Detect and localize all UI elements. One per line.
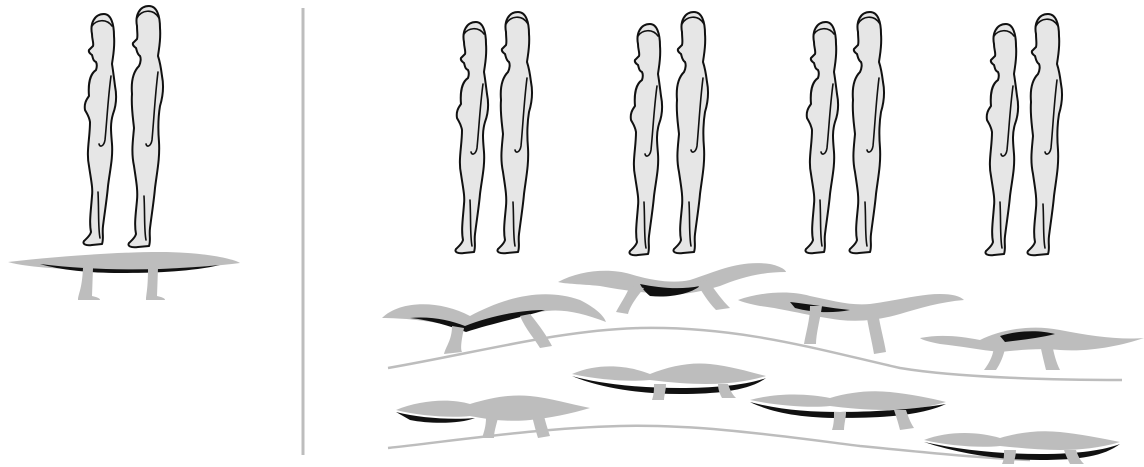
man-figure-icon (673, 12, 708, 253)
figure-pair-3 (805, 12, 884, 253)
small-platform-2 (572, 363, 766, 400)
small-platform-3 (750, 391, 946, 430)
man-figure-icon (128, 6, 163, 247)
woman-figure-icon (83, 14, 116, 245)
large-platform-3 (738, 293, 964, 354)
man-figure-icon (849, 12, 884, 253)
woman-figure-icon (629, 24, 662, 255)
man-figure-icon (497, 12, 532, 253)
large-platform-4 (920, 328, 1144, 370)
figure-pair-1 (455, 12, 532, 253)
reference-platform (8, 252, 240, 300)
small-platform-4 (924, 431, 1120, 464)
woman-figure-icon (985, 24, 1018, 255)
figure-pair-4 (985, 14, 1062, 255)
reference-figure-pair (83, 6, 163, 247)
man-figure-icon (1027, 14, 1062, 255)
woman-figure-icon (455, 22, 488, 253)
small-platform-1 (396, 395, 590, 438)
large-platform-1 (382, 294, 606, 354)
figure-pair-2 (629, 12, 708, 255)
woman-figure-icon (805, 22, 838, 253)
large-platform-2 (558, 263, 786, 314)
